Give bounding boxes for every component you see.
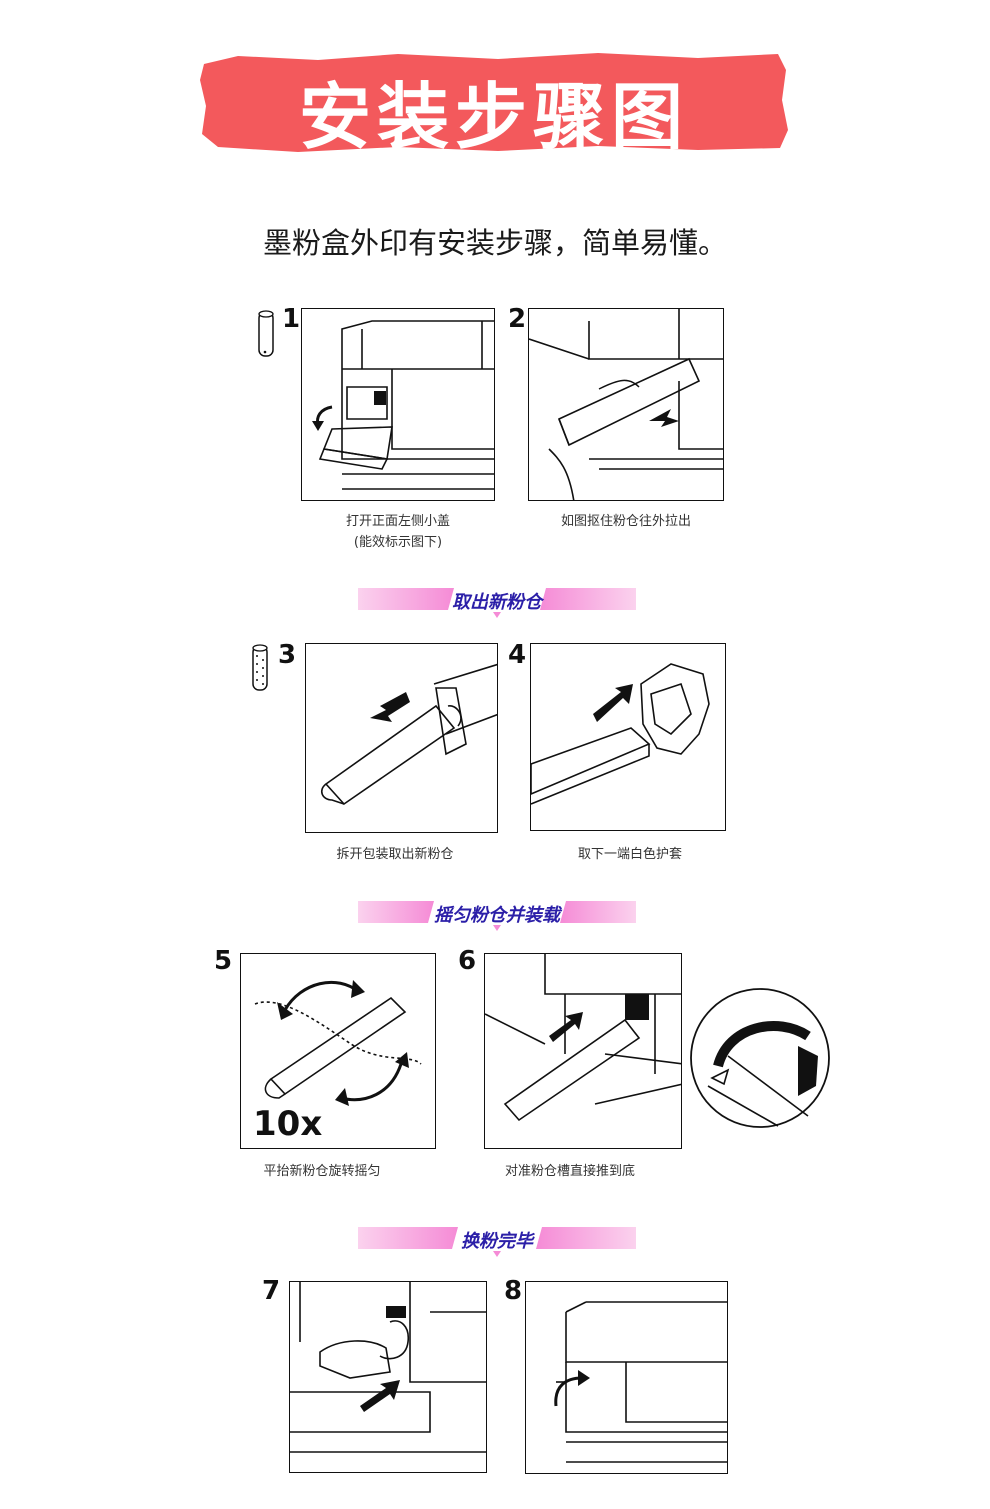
toner-dotted-tube-icon [250,642,270,698]
step-5-caption: 平抬新粉仓旋转摇匀 [263,1164,381,1179]
step-7-illustration [289,1281,487,1473]
shake-count-label: 10x [253,1104,323,1144]
step-3-caption: 拆开包装取出新粉仓 [336,847,454,862]
step-2-caption: 如图抠住粉仓往外拉出 [560,514,691,529]
section-header-remove-cartridge: 取出新粉仓 [358,586,636,618]
step-number-1: 1 [282,304,301,334]
page-subtitle: 墨粉盒外印有安装步骤，简单易懂。 [262,226,727,260]
toner-tube-icon [256,308,276,364]
step-3-illustration [305,643,498,833]
step-5-illustration: 10x [240,953,436,1149]
step-number-4: 4 [508,640,527,670]
section-label: 摇匀粉仓并装载 [434,905,560,926]
step-number-2: 2 [508,304,527,334]
step-1-caption-line2: (能效标示图下) [353,535,443,550]
step-6-zoom-detail [688,986,832,1134]
section-label: 取出新粉仓 [452,592,542,613]
step-4-illustration [530,643,726,831]
section-label: 换粉完毕 [461,1231,533,1252]
section-header-shake-and-load: 摇匀粉仓并装载 [358,899,636,931]
step-1-illustration [301,308,495,501]
step-6-caption: 对准粉仓槽直接推到底 [504,1164,635,1179]
step-6-illustration [484,953,682,1149]
step-number-6: 6 [458,946,477,976]
step-number-5: 5 [214,946,233,976]
step-1-caption-line1: 打开正面左侧小盖 [345,514,450,529]
step-number-7: 7 [262,1276,281,1306]
step-number-8: 8 [504,1276,523,1306]
banner-title: 安装步骤图 [298,75,689,159]
step-2-illustration [528,308,724,501]
step-8-illustration [525,1281,728,1474]
step-4-caption: 取下一端白色护套 [577,847,682,862]
title-banner: 安装步骤图 [198,50,790,159]
step-1-caption: 打开正面左侧小盖 (能效标示图下) [301,510,495,550]
section-header-finished: 换粉完毕 [358,1225,636,1257]
step-number-3: 3 [278,640,297,670]
